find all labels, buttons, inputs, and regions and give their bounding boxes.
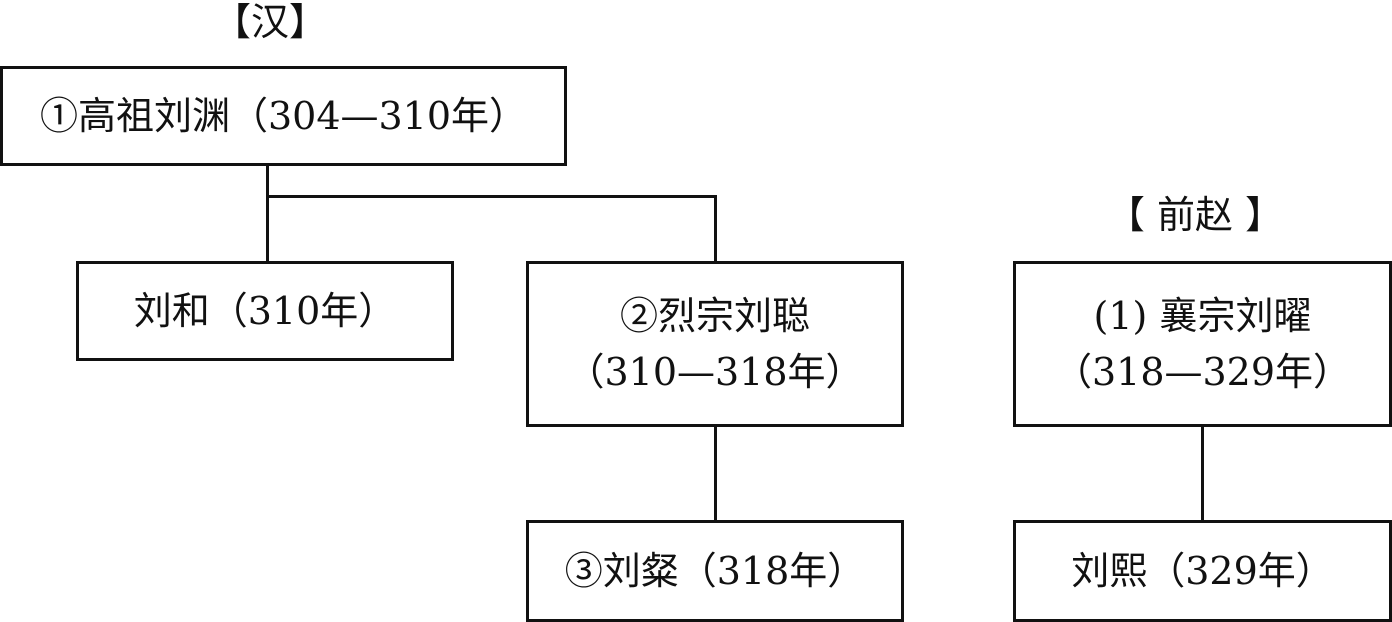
node-liu-xi-text: 刘熙（329年） [1071, 549, 1334, 593]
node-liu-yao: (1) 襄宗刘曜 （318—329年） [1013, 261, 1392, 427]
connector-liu-cong-to-liu-can [714, 424, 717, 523]
node-liu-xi: 刘熙（329年） [1013, 520, 1392, 622]
node-liu-yao-line2: （318—329年） [1053, 350, 1352, 394]
node-liu-cong: ②烈宗刘聪 （310—318年） [526, 261, 904, 427]
node-liu-he: 刘和（310年） [76, 261, 454, 361]
connector-to-liu-cong [714, 195, 717, 263]
node-liu-can-text: ③刘粲（318年） [564, 549, 866, 593]
node-liu-yao-line1: (1) 襄宗刘曜 [1093, 294, 1312, 338]
connector-to-liu-he [266, 195, 269, 263]
connector-liu-yao-to-liu-xi [1201, 424, 1204, 523]
connector-branch-horizontal [266, 195, 717, 198]
node-liu-he-text: 刘和（310年） [133, 289, 397, 333]
connector-liu-yuan-down [266, 163, 269, 198]
node-liu-yuan: ①高祖刘渊（304—310年） [0, 66, 567, 166]
dynasty-label-qian-zhao: 【 前赵 】 [1106, 193, 1284, 237]
node-liu-yuan-text: ①高祖刘渊（304—310年） [39, 94, 528, 138]
node-liu-cong-line2: （310—318年） [566, 350, 864, 394]
node-liu-can: ③刘粲（318年） [526, 520, 904, 622]
dynasty-label-han: 【汉】 [212, 0, 327, 44]
node-liu-cong-line1: ②烈宗刘聪 [619, 294, 810, 338]
